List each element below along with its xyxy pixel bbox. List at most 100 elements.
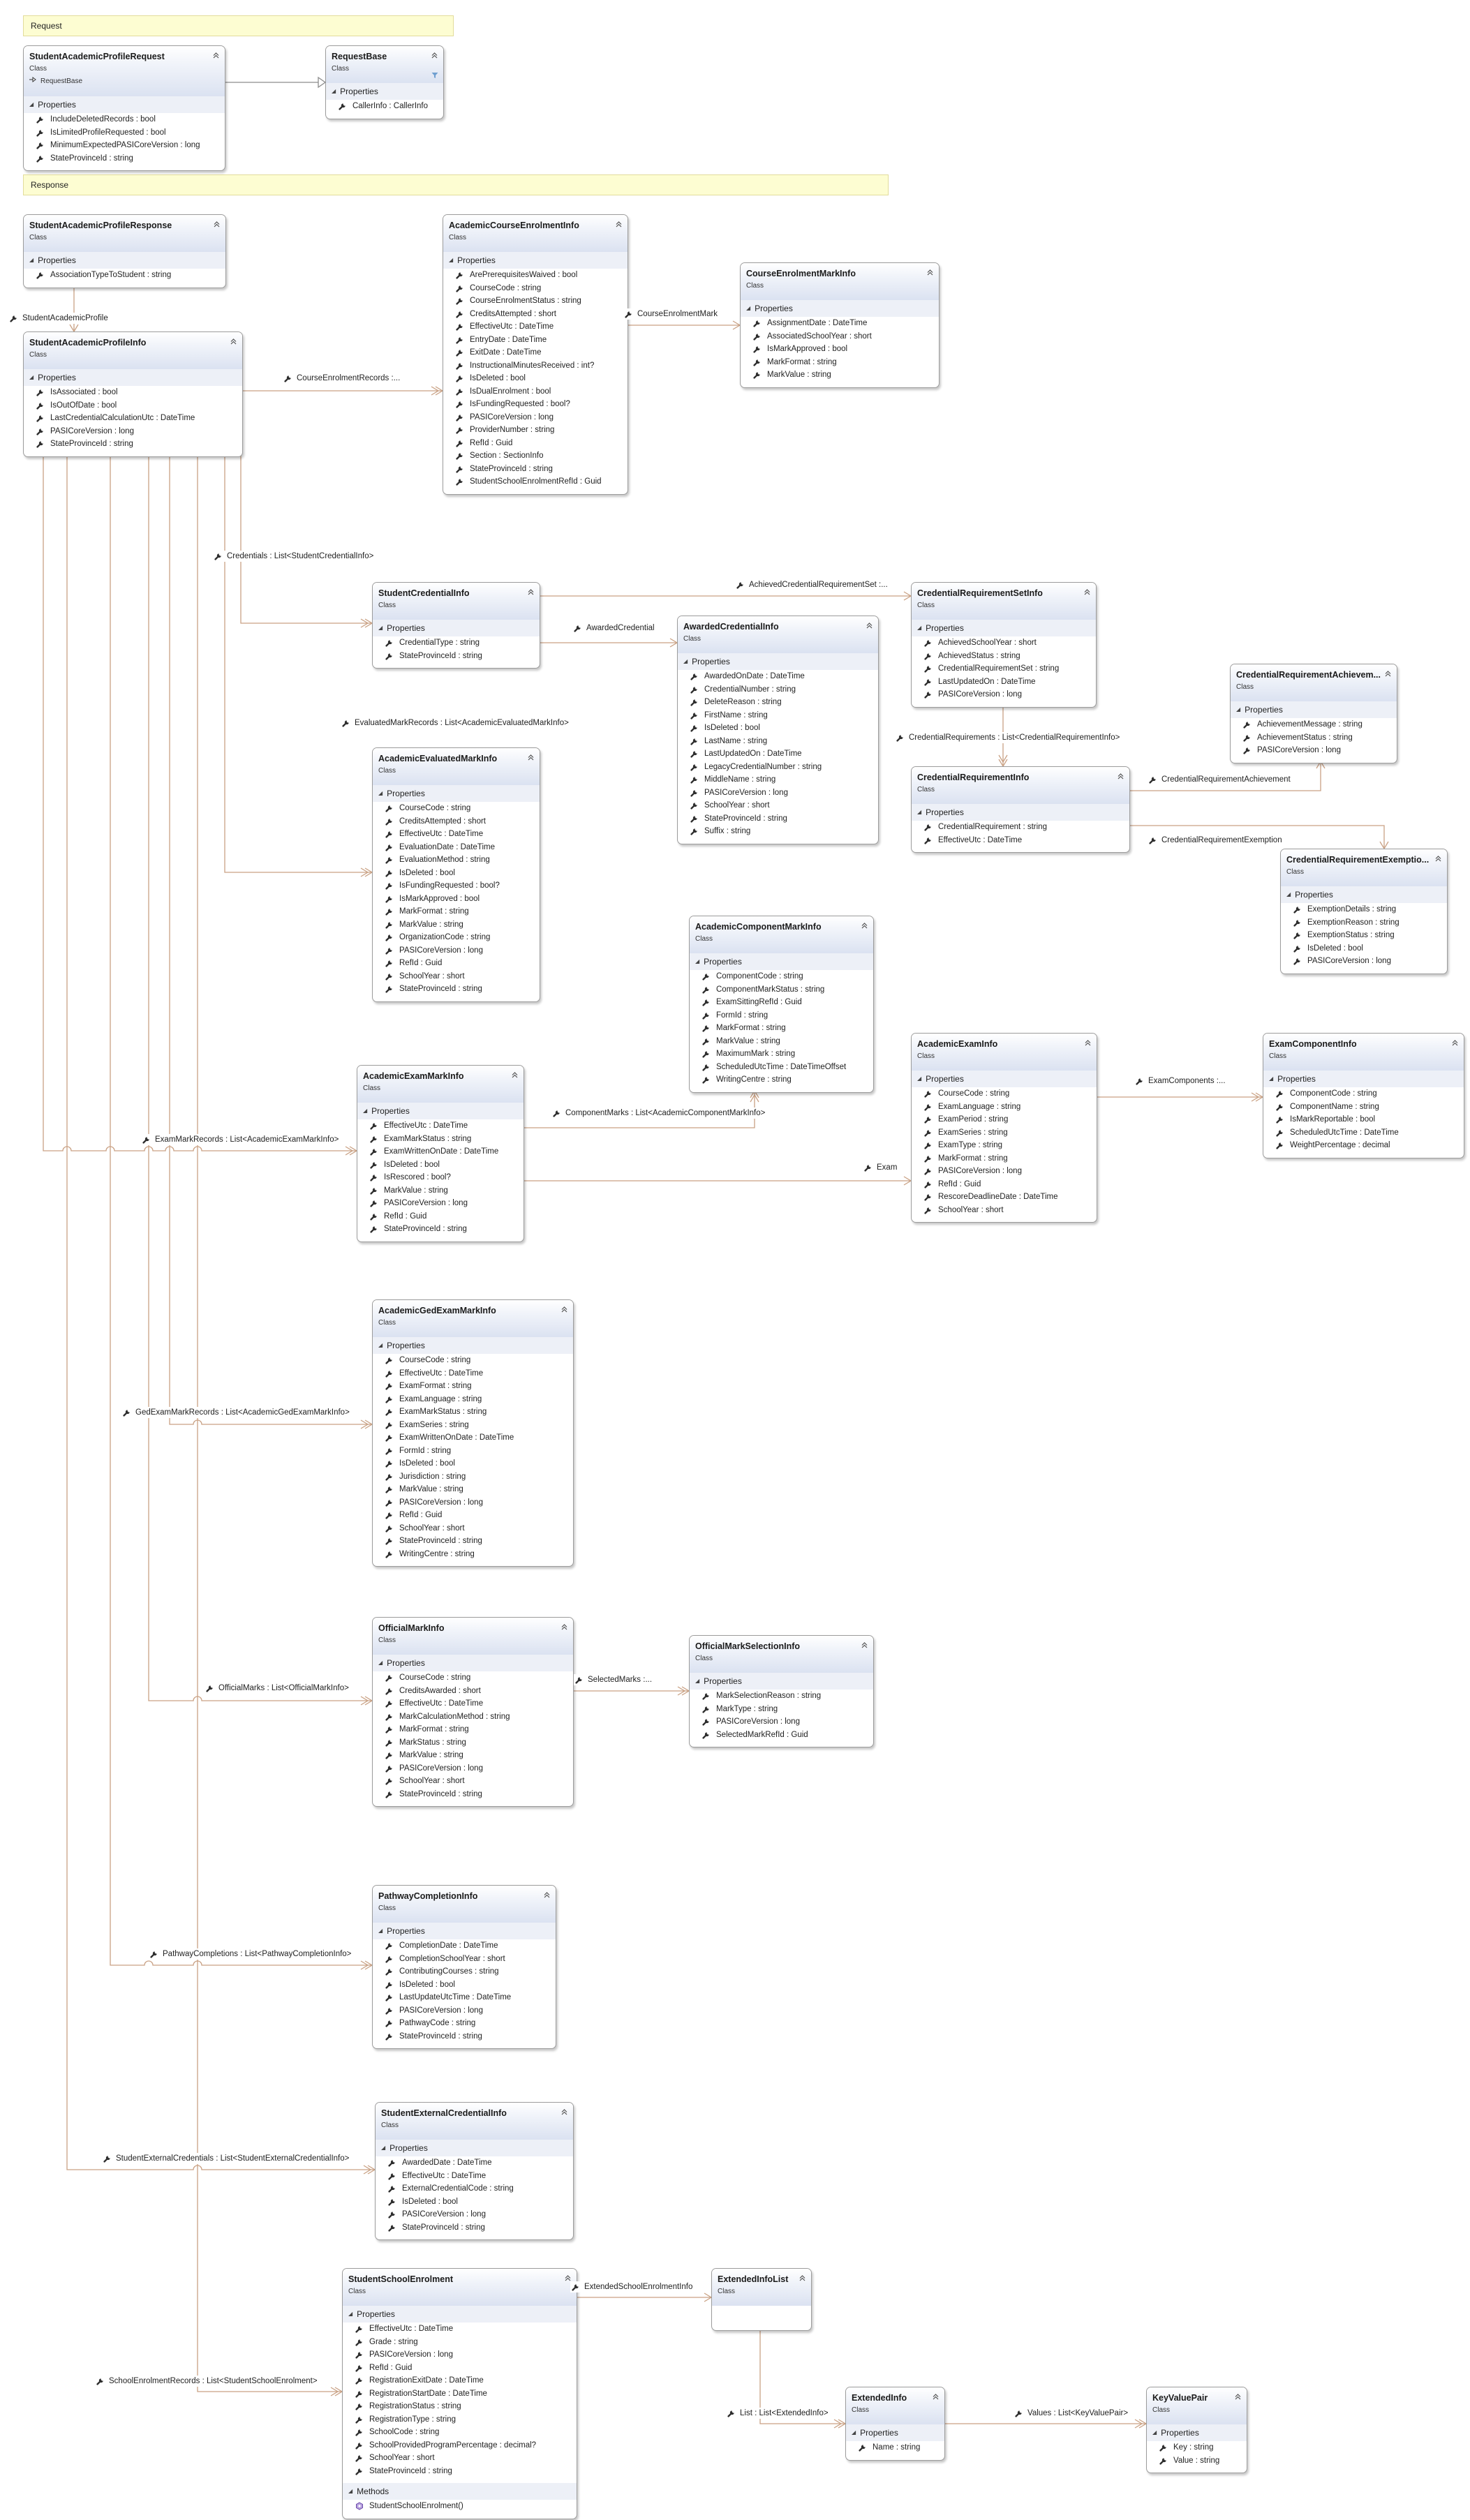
class-box[interactable]: CredentialRequirementExemptio...Class◢Pr…	[1280, 849, 1448, 974]
association-label[interactable]: ExamComponents :...	[1134, 1075, 1227, 1087]
property-row[interactable]: RegistrationExitDate : DateTime	[343, 2374, 577, 2387]
collapse-chevron-icon[interactable]	[560, 2107, 568, 2115]
association-label[interactable]: PathwayCompletions : List<PathwayComplet…	[149, 1948, 353, 1960]
property-row[interactable]: AchievementStatus : string	[1231, 731, 1397, 745]
property-row[interactable]: ExamSeries : string	[912, 1126, 1097, 1140]
property-row[interactable]: CredentialRequirementSet : string	[912, 662, 1096, 676]
property-row[interactable]: MaximumMark : string	[690, 1047, 873, 1061]
section-header-properties[interactable]: ◢Properties	[741, 300, 939, 317]
collapse-chevron-icon[interactable]	[1451, 1038, 1459, 1046]
property-row[interactable]: IncludeDeletedRecords : bool	[24, 113, 225, 126]
property-row[interactable]: IsDeleted : bool	[373, 867, 540, 880]
property-row[interactable]: ExitDate : DateTime	[443, 346, 628, 359]
property-row[interactable]: StateProvinceId : string	[343, 2465, 577, 2478]
property-row[interactable]: StudentSchoolEnrolmentRefId : Guid	[443, 475, 628, 489]
property-row[interactable]: MarkValue : string	[373, 918, 540, 932]
association-label[interactable]: ComponentMarks : List<AcademicComponentM…	[551, 1108, 767, 1119]
property-row[interactable]: PathwayCode : string	[373, 2017, 556, 2030]
property-row[interactable]: StateProvinceId : string	[373, 983, 540, 996]
collapse-chevron-icon[interactable]	[1384, 669, 1392, 677]
property-row[interactable]: MarkType : string	[690, 1703, 873, 1716]
property-row[interactable]: ExemptionDetails : string	[1281, 903, 1447, 916]
property-row[interactable]: SchoolCode : string	[343, 2426, 577, 2439]
property-row[interactable]: ComponentCode : string	[690, 970, 873, 983]
property-row[interactable]: ScheduledUtcTime : DateTime	[1263, 1126, 1464, 1140]
property-row[interactable]: ExamSittingRefId : Guid	[690, 996, 873, 1009]
property-row[interactable]: ExamSeries : string	[373, 1419, 573, 1432]
property-row[interactable]: SchoolProvidedProgramPercentage : decima…	[343, 2439, 577, 2452]
property-row[interactable]: ExamType : string	[912, 1139, 1097, 1152]
section-header-properties[interactable]: ◢Properties	[24, 96, 225, 113]
property-row[interactable]: Name : string	[846, 2441, 944, 2454]
property-row[interactable]: AwardedDate : DateTime	[376, 2156, 573, 2170]
property-row[interactable]: MarkFormat : string	[741, 356, 939, 369]
property-row[interactable]: RescoreDeadlineDate : DateTime	[912, 1191, 1097, 1204]
section-header-properties[interactable]: ◢Properties	[912, 1071, 1097, 1087]
section-header-properties[interactable]: ◢Properties	[373, 1923, 556, 1939]
property-row[interactable]: MiddleName : string	[678, 773, 878, 786]
property-row[interactable]: CompletionSchoolYear : short	[373, 1953, 556, 1966]
association-label[interactable]: Credentials : List<StudentCredentialInfo…	[213, 551, 376, 562]
property-row[interactable]: Section : SectionInfo	[443, 449, 628, 463]
property-row[interactable]: EffectiveUtc : DateTime	[376, 2170, 573, 2183]
section-header-properties[interactable]: ◢Properties	[373, 620, 540, 636]
collapse-chevron-icon[interactable]	[431, 50, 438, 59]
association-label[interactable]: CourseEnrolmentRecords :...	[283, 373, 402, 384]
association-label[interactable]: GedExamMarkRecords : List<AcademicGedExa…	[121, 1407, 351, 1418]
property-row[interactable]: AchievementMessage : string	[1231, 718, 1397, 731]
property-row[interactable]: PASICoreVersion : long	[690, 1715, 873, 1729]
property-row[interactable]: ExemptionStatus : string	[1281, 929, 1447, 942]
property-row[interactable]: PASICoreVersion : long	[912, 688, 1096, 701]
property-row[interactable]: CompletionDate : DateTime	[373, 1939, 556, 1953]
property-row[interactable]: StateProvinceId : string	[373, 1788, 573, 1801]
property-row[interactable]: Key : string	[1147, 2441, 1247, 2454]
collapse-chevron-icon[interactable]	[212, 50, 220, 59]
collapse-chevron-icon[interactable]	[861, 1640, 868, 1648]
property-row[interactable]: ExamFormat : string	[373, 1380, 573, 1393]
association-label[interactable]: SelectedMarks :...	[574, 1674, 654, 1685]
property-row[interactable]: MarkStatus : string	[373, 1736, 573, 1750]
property-row[interactable]: ExamMarkStatus : string	[373, 1406, 573, 1419]
property-row[interactable]: IsDualEnrolment : bool	[443, 385, 628, 398]
property-row[interactable]: MarkValue : string	[373, 1483, 573, 1496]
property-row[interactable]: ExamWrittenOnDate : DateTime	[373, 1431, 573, 1445]
association-label[interactable]: CredentialRequirementExemption	[1148, 835, 1284, 846]
property-row[interactable]: PASICoreVersion : long	[373, 1496, 573, 1509]
class-box[interactable]: CredentialRequirementAchievem...Class◢Pr…	[1230, 664, 1397, 763]
property-row[interactable]: PASICoreVersion : long	[373, 2004, 556, 2018]
property-row[interactable]: MarkFormat : string	[690, 1022, 873, 1035]
property-row[interactable]: PASICoreVersion : long	[1281, 955, 1447, 968]
property-row[interactable]: RefId : Guid	[373, 957, 540, 970]
property-row[interactable]: PASICoreVersion : long	[376, 2208, 573, 2221]
collapse-chevron-icon[interactable]	[1434, 853, 1442, 862]
property-row[interactable]: PASICoreVersion : long	[1231, 744, 1397, 757]
section-header-properties[interactable]: ◢Properties	[357, 1103, 524, 1119]
property-row[interactable]: ExamMarkStatus : string	[357, 1133, 524, 1146]
collapse-chevron-icon[interactable]	[543, 1890, 551, 1898]
property-row[interactable]: ContributingCourses : string	[373, 1965, 556, 1978]
property-row[interactable]: EntryDate : DateTime	[443, 334, 628, 347]
property-row[interactable]: PASICoreVersion : long	[443, 411, 628, 424]
property-row[interactable]: Jurisdiction : string	[373, 1470, 573, 1484]
association-label[interactable]: OfficialMarks : List<OfficialMarkInfo>	[205, 1683, 350, 1694]
collapse-chevron-icon[interactable]	[560, 1622, 568, 1630]
section-header-properties[interactable]: ◢Properties	[343, 2306, 577, 2323]
property-row[interactable]: MarkCalculationMethod : string	[373, 1710, 573, 1724]
section-header-properties[interactable]: ◢Properties	[376, 2140, 573, 2156]
property-row[interactable]: ComponentCode : string	[1263, 1087, 1464, 1101]
property-row[interactable]: ExternalCredentialCode : string	[376, 2182, 573, 2195]
property-row[interactable]: StateProvinceId : string	[24, 152, 225, 165]
property-row[interactable]: EvaluationMethod : string	[373, 853, 540, 867]
property-row[interactable]: CredentialRequirement : string	[912, 821, 1129, 834]
